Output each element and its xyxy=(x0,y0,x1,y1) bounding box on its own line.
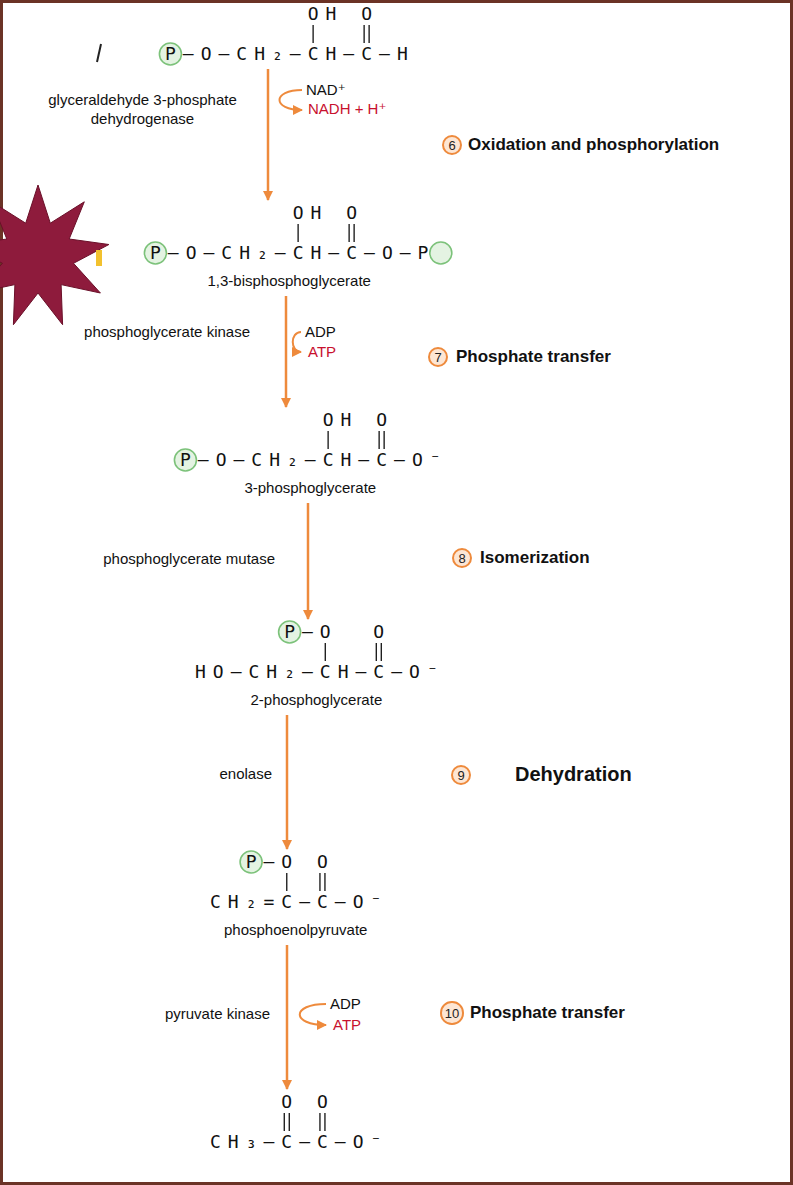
molecule-name: 3-phosphoglycerate xyxy=(244,478,376,498)
substituent: O xyxy=(346,203,364,223)
substituent: OH xyxy=(308,4,344,24)
step-number: 9 xyxy=(457,769,464,782)
cofactor: ATP xyxy=(333,1015,361,1035)
step-circle: 10 xyxy=(440,1001,463,1024)
bond xyxy=(289,1113,290,1131)
bond xyxy=(363,25,364,43)
starburst xyxy=(0,185,109,325)
reaction-arrow xyxy=(286,715,289,849)
bond xyxy=(284,1113,285,1131)
enzyme-name: pyruvate kinase xyxy=(30,1004,270,1023)
cofactor-curve xyxy=(293,332,301,352)
cofactor: ADP xyxy=(305,322,336,342)
substituent: O xyxy=(317,852,335,872)
reaction-arrow xyxy=(307,503,310,619)
reaction-arrow xyxy=(285,296,288,407)
step-title: Phosphate transfer xyxy=(470,1002,625,1024)
molecule-name: 1,3-bisphosphoglycerate xyxy=(207,271,370,291)
substituent: O xyxy=(376,410,394,430)
molecule-name: phosphoenolpyruvate xyxy=(224,920,367,940)
step-title: Dehydration xyxy=(515,762,632,787)
bond xyxy=(368,25,369,43)
step-title: Oxidation and phosphorylation xyxy=(468,134,719,156)
substituent: OH xyxy=(293,203,329,223)
molecule: P—O—CH₂—CH—C—O—P OH O 1,3-bisphosphoglycera… xyxy=(150,203,435,293)
reaction-arrow xyxy=(267,69,270,200)
molecule-name: 2-phosphoglycerate xyxy=(250,690,382,710)
bond xyxy=(319,873,320,891)
enzyme-name: glyceraldehyde 3-phosphate dehydrogenase xyxy=(30,90,255,128)
reaction-arrow xyxy=(286,945,289,1089)
edge-fragment xyxy=(97,44,101,62)
step-circle: 7 xyxy=(428,347,448,367)
bond xyxy=(353,224,354,242)
substituent: P—O xyxy=(284,622,338,642)
cofactor: ATP xyxy=(308,342,336,362)
bond xyxy=(376,643,377,661)
step-number: 10 xyxy=(445,1007,459,1020)
enzyme-name: phosphoglycerate mutase xyxy=(20,549,275,568)
step-circle: 8 xyxy=(452,548,472,568)
cofactor: ADP xyxy=(330,994,361,1014)
step-number: 8 xyxy=(458,552,465,565)
step-number: 6 xyxy=(448,139,455,152)
cofactor-curve xyxy=(280,90,303,110)
structural-formula: P—O—CH₂—CH—C—O—P xyxy=(150,243,435,263)
step-title: Phosphate transfer xyxy=(456,346,611,368)
substituent: O xyxy=(373,622,391,642)
bond xyxy=(324,873,325,891)
structural-formula: P—O—CH₂—CH—C—O⁻ xyxy=(180,450,448,470)
step-title: Isomerization xyxy=(480,547,590,569)
substituent: O xyxy=(281,1092,299,1112)
step-number: 7 xyxy=(434,351,441,364)
molecule: CH₃—C—C—O⁻ OO xyxy=(210,1092,388,1154)
cofactor-curve xyxy=(300,1004,326,1025)
bond xyxy=(325,643,326,661)
bond xyxy=(383,431,384,449)
molecule: P—O—CH₂—CH—C—O⁻ OH O 3-phosphoglycerate xyxy=(180,410,448,500)
enzyme-name: enolase xyxy=(40,764,272,783)
bond xyxy=(286,873,287,891)
bond xyxy=(324,1113,325,1131)
bond xyxy=(312,25,313,43)
structural-formula: HO—CH₂—CH—C—O⁻ xyxy=(195,662,445,682)
bond xyxy=(327,431,328,449)
substituent: O xyxy=(317,1092,335,1112)
enzyme-name: phosphoglycerate kinase xyxy=(10,322,250,341)
substituent: O xyxy=(361,4,379,24)
molecule: P—O—CH₂—CH—C—H OH O xyxy=(165,4,415,66)
bond xyxy=(381,643,382,661)
substituent: P—O xyxy=(246,852,300,872)
structural-formula: CH₃—C—C—O⁻ xyxy=(210,1132,388,1152)
bond xyxy=(319,1113,320,1131)
step-circle: 9 xyxy=(451,765,471,785)
substituent: OH xyxy=(323,410,359,430)
starburst-fragment xyxy=(96,250,102,266)
cofactor: NAD⁺ xyxy=(306,80,346,100)
bond xyxy=(378,431,379,449)
bond xyxy=(348,224,349,242)
molecule: HO—CH₂—CH—C—O⁻ P—O O 2-phosphoglycerate xyxy=(195,622,445,712)
structural-formula: P—O—CH₂—CH—C—H xyxy=(165,44,415,64)
bond xyxy=(297,224,298,242)
step-circle: 6 xyxy=(442,135,462,155)
cofactor: NADH + H⁺ xyxy=(308,99,386,119)
structural-formula: CH₂=C—C—O⁻ xyxy=(210,892,388,912)
molecule: CH₂=C—C—O⁻ P—O Ophosphoenolpyruvate xyxy=(210,852,388,942)
